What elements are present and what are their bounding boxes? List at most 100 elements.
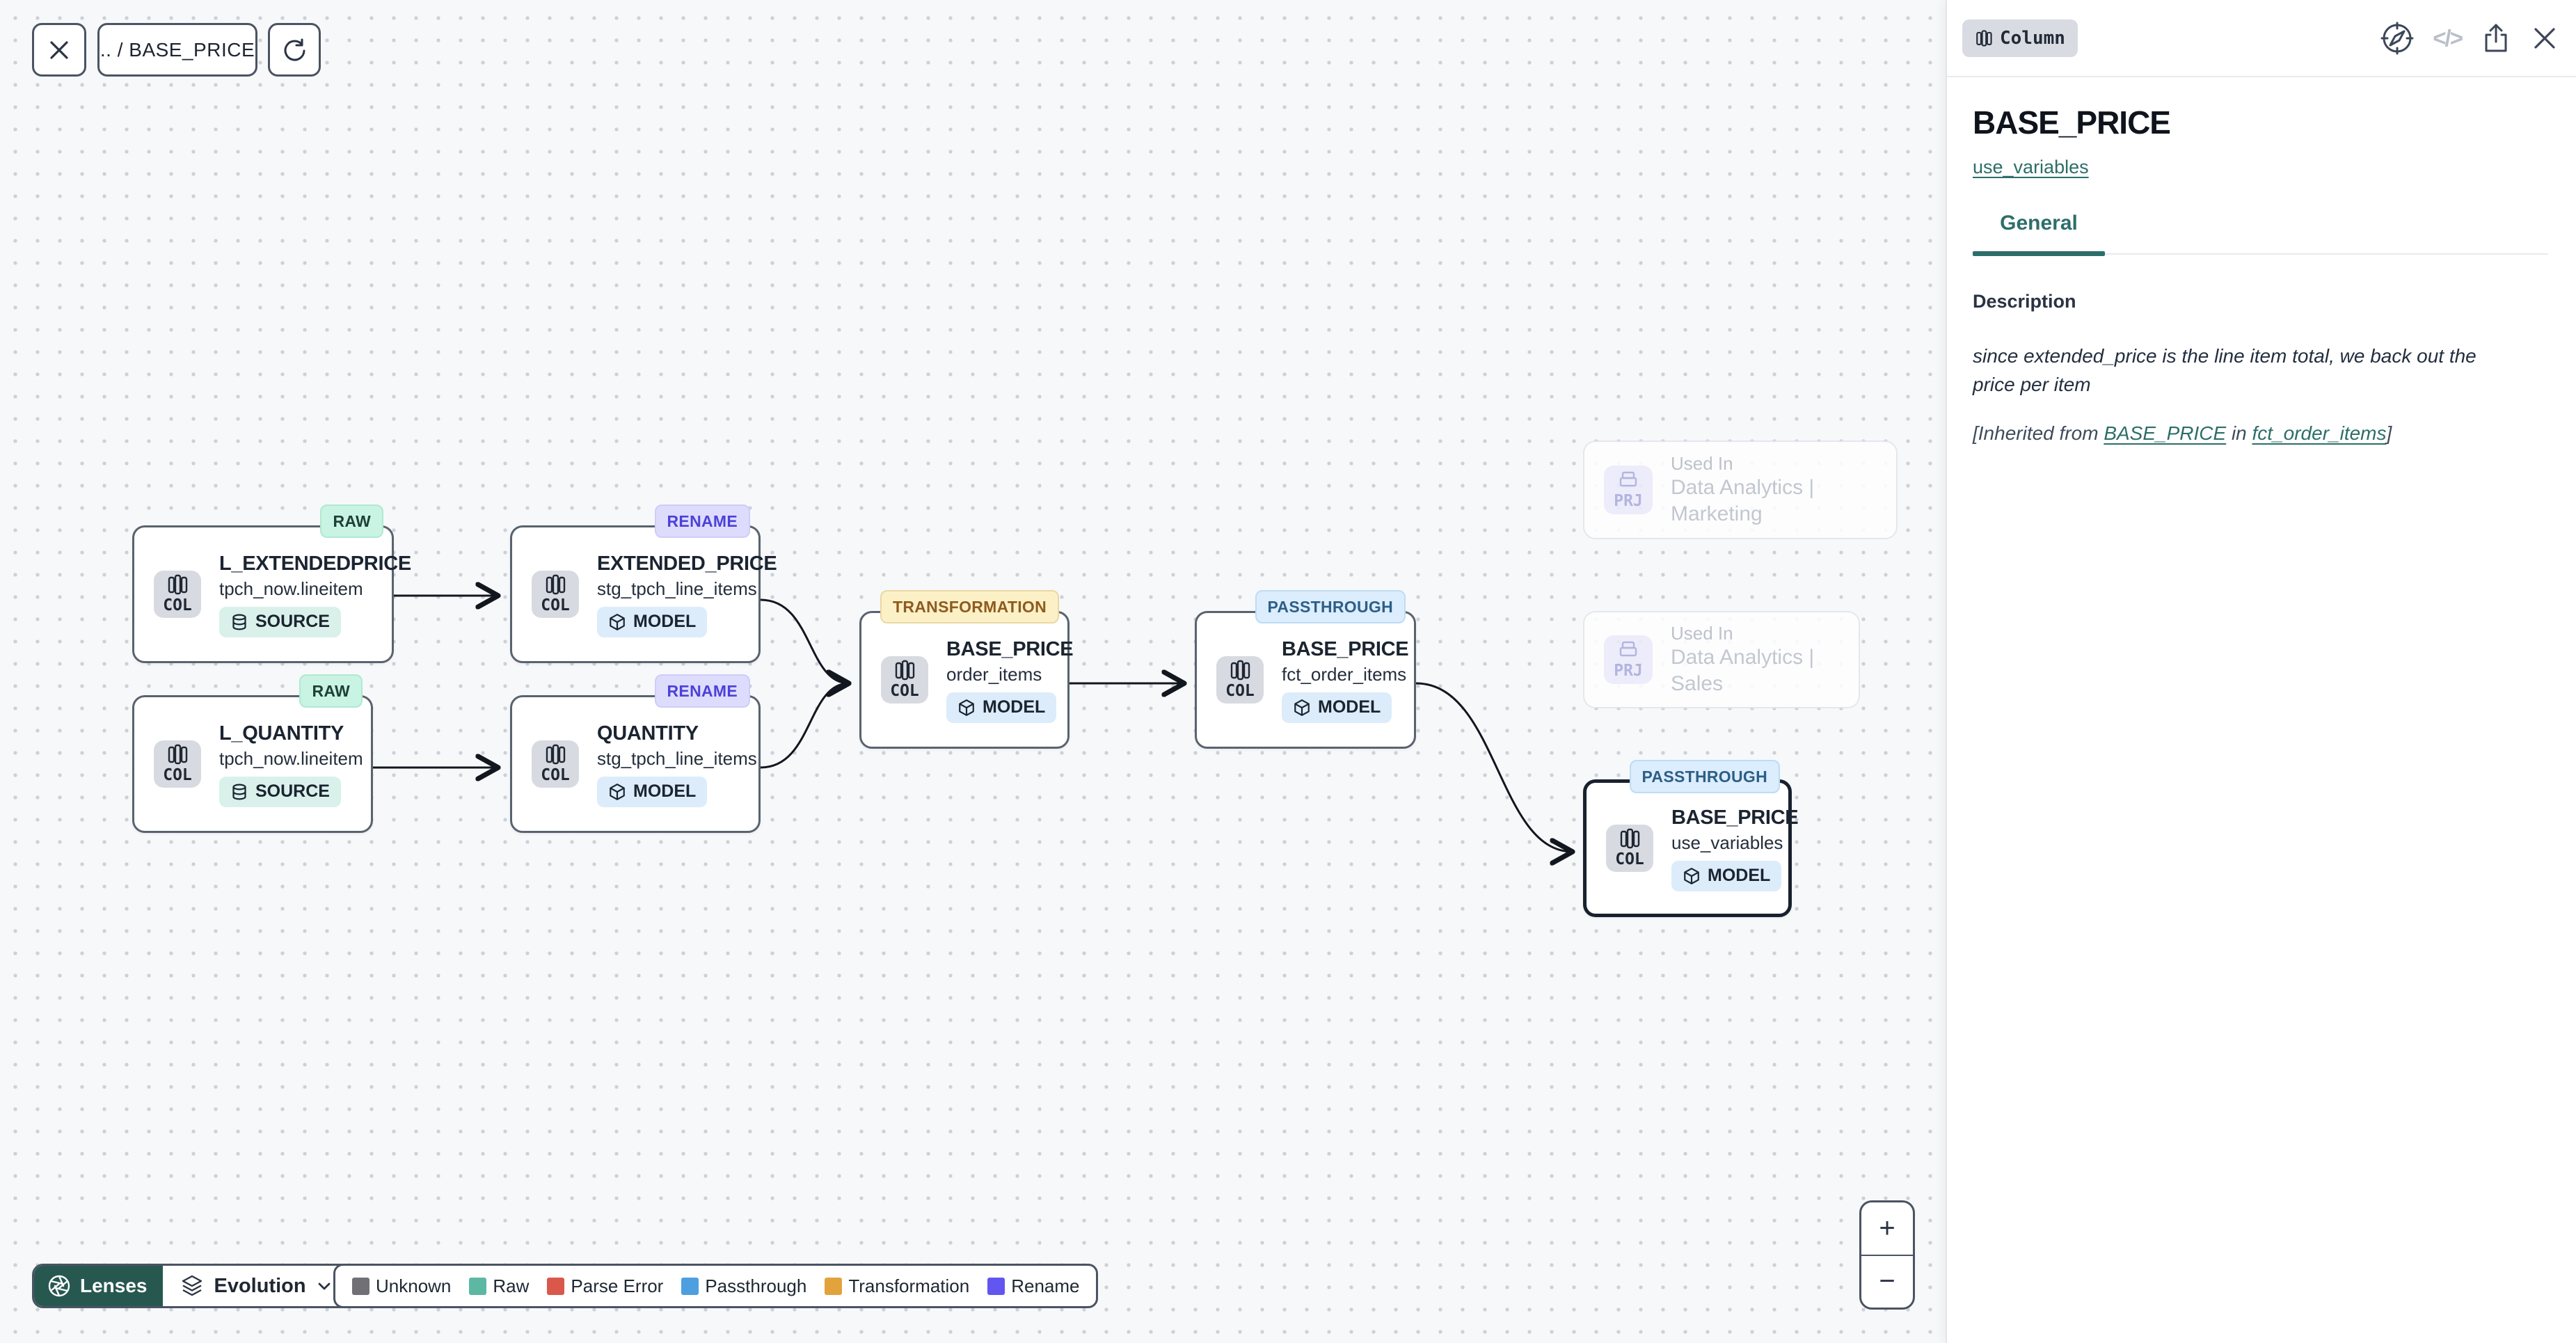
cube-icon — [1294, 699, 1310, 716]
ghost-node-marketing[interactable]: PRJ Used In Data Analytics | Marketing — [1583, 440, 1898, 539]
ghost-label: Used In — [1671, 453, 1733, 474]
column-icon: COL — [881, 656, 928, 704]
evolution-badge: PASSTHROUGH — [1629, 760, 1780, 793]
panel-tabs: General — [1973, 212, 2548, 256]
legend-swatch — [352, 1277, 369, 1295]
node-title: L_QUANTITY — [219, 722, 344, 745]
node-base-price-order-items[interactable]: TRANSFORMATION COL BASE_PRICE order_item… — [859, 590, 1074, 749]
inherited-column-link[interactable]: BASE_PRICE — [2104, 422, 2227, 444]
column-icon — [1976, 29, 1992, 47]
focus-lineage-button[interactable] — [2380, 21, 2415, 56]
model-chip: MODEL — [597, 606, 708, 637]
cube-icon — [1684, 867, 1699, 884]
ghost-name: Data Analytics | Sales — [1671, 646, 1815, 695]
panel-title: BASE_PRICE — [1973, 104, 2171, 141]
ghost-name: Data Analytics | Marketing — [1671, 476, 1815, 525]
lenses-button[interactable]: Lenses — [34, 1266, 163, 1306]
share-icon — [2485, 24, 2507, 51]
node-subtitle: use_variables — [1671, 832, 1783, 853]
refresh-icon — [284, 38, 305, 61]
details-panel: Column </> — [1946, 0, 2576, 1343]
description-label: Description — [1973, 291, 2076, 312]
zoom-controls: + − — [1859, 1200, 1915, 1310]
close-icon — [2534, 27, 2555, 49]
model-link[interactable]: use_variables — [1973, 157, 2089, 177]
database-icon — [232, 613, 246, 630]
legend-item: Raw — [469, 1276, 529, 1297]
chevron-down-icon — [318, 1282, 331, 1290]
node-subtitle: order_items — [946, 663, 1042, 685]
node-title: BASE_PRICE — [946, 637, 1074, 660]
ghost-node-sales[interactable]: PRJ Used In Data Analytics | Sales — [1583, 611, 1860, 708]
close-lineage-button[interactable] — [32, 23, 86, 77]
evolution-badge: RENAME — [654, 504, 750, 538]
cube-icon — [959, 699, 974, 716]
evolution-badge: PASSTHROUGH — [1255, 590, 1406, 623]
close-icon — [50, 40, 68, 59]
code-icon: </> — [2433, 24, 2463, 51]
active-tab-indicator — [1973, 251, 2105, 256]
panel-header: Column </> — [1947, 0, 2576, 77]
column-icon: COL — [532, 571, 579, 618]
column-icon: COL — [1216, 656, 1264, 704]
database-icon — [232, 783, 246, 800]
ghost-label: Used In — [1671, 623, 1733, 644]
legend-item: Transformation — [825, 1276, 969, 1297]
node-l-extendedprice[interactable]: RAW COL L_EXTENDEDPRICE tpch_now.lineite… — [132, 504, 411, 663]
column-icon: COL — [154, 571, 201, 618]
inherited-model-link[interactable]: fct_order_items — [2252, 422, 2387, 444]
node-subtitle: fct_order_items — [1282, 663, 1407, 685]
evolution-badge: RENAME — [654, 674, 750, 708]
compass-icon — [2380, 22, 2414, 54]
legend-swatch — [681, 1277, 699, 1295]
node-l-quantity[interactable]: RAW COL L_QUANTITY tpch_now.lineitem SOU… — [132, 674, 373, 833]
node-title: L_EXTENDEDPRICE — [219, 552, 411, 575]
project-icon: PRJ — [1604, 466, 1653, 514]
node-title: BASE_PRICE — [1282, 637, 1409, 660]
lens-selector[interactable]: Evolution — [162, 1266, 349, 1306]
legend-swatch — [469, 1277, 487, 1295]
column-icon: COL — [154, 740, 201, 788]
legend-item: Parse Error — [547, 1276, 663, 1297]
evolution-badge: RAW — [320, 504, 383, 538]
evolution-badge: RAW — [299, 674, 363, 708]
lenses-control: Lenses Evolution — [32, 1264, 351, 1308]
evolution-legend: Unknown Raw Parse Error Passthrough Tran… — [333, 1264, 1099, 1308]
breadcrumb[interactable]: .. / BASE_PRICE — [97, 23, 257, 77]
share-button[interactable] — [2480, 22, 2512, 54]
source-chip: SOURCE — [219, 606, 341, 637]
legend-swatch — [547, 1277, 565, 1295]
column-icon: COL — [1606, 825, 1653, 872]
source-chip: SOURCE — [219, 776, 341, 807]
node-extended-price[interactable]: RENAME COL EXTENDED_PRICE stg_tpch_line_… — [510, 504, 777, 663]
node-title: QUANTITY — [597, 722, 699, 745]
project-icon: PRJ — [1604, 635, 1653, 684]
legend-swatch — [825, 1277, 843, 1295]
tab-general[interactable]: General — [1973, 212, 2105, 256]
legend-item: Rename — [987, 1276, 1079, 1297]
zoom-out-button[interactable]: − — [1861, 1256, 1913, 1308]
model-chip: MODEL — [946, 692, 1057, 723]
refresh-button[interactable] — [268, 23, 321, 77]
zoom-in-button[interactable]: + — [1861, 1202, 1913, 1256]
minus-icon: − — [1879, 1266, 1895, 1297]
model-chip: MODEL — [1282, 692, 1392, 723]
plus-icon: + — [1879, 1212, 1895, 1243]
node-subtitle: tpch_now.lineitem — [219, 747, 363, 769]
node-base-price-fct-order-items[interactable]: PASSTHROUGH COL BASE_PRICE fct_order_ite… — [1195, 590, 1416, 749]
node-subtitle: stg_tpch_line_items — [597, 747, 757, 769]
node-base-price-use-variables[interactable]: PASSTHROUGH COL BASE_PRICE use_variables… — [1583, 760, 1799, 917]
aperture-icon — [48, 1275, 70, 1297]
evolution-badge: TRANSFORMATION — [880, 590, 1059, 623]
node-title: EXTENDED_PRICE — [597, 552, 777, 575]
model-chip: MODEL — [1671, 860, 1782, 891]
legend-swatch — [987, 1277, 1005, 1295]
legend-item: Unknown — [352, 1276, 451, 1297]
description-text: since extended_price is the line item to… — [1973, 345, 2476, 395]
close-panel-button[interactable] — [2530, 24, 2559, 53]
evolution-layers-icon — [182, 1275, 202, 1296]
entity-type-badge: Column — [1962, 19, 2078, 57]
node-quantity[interactable]: RENAME COL QUANTITY stg_tpch_line_items … — [510, 674, 761, 833]
legend-item: Passthrough — [681, 1276, 806, 1297]
column-icon: COL — [532, 740, 579, 788]
